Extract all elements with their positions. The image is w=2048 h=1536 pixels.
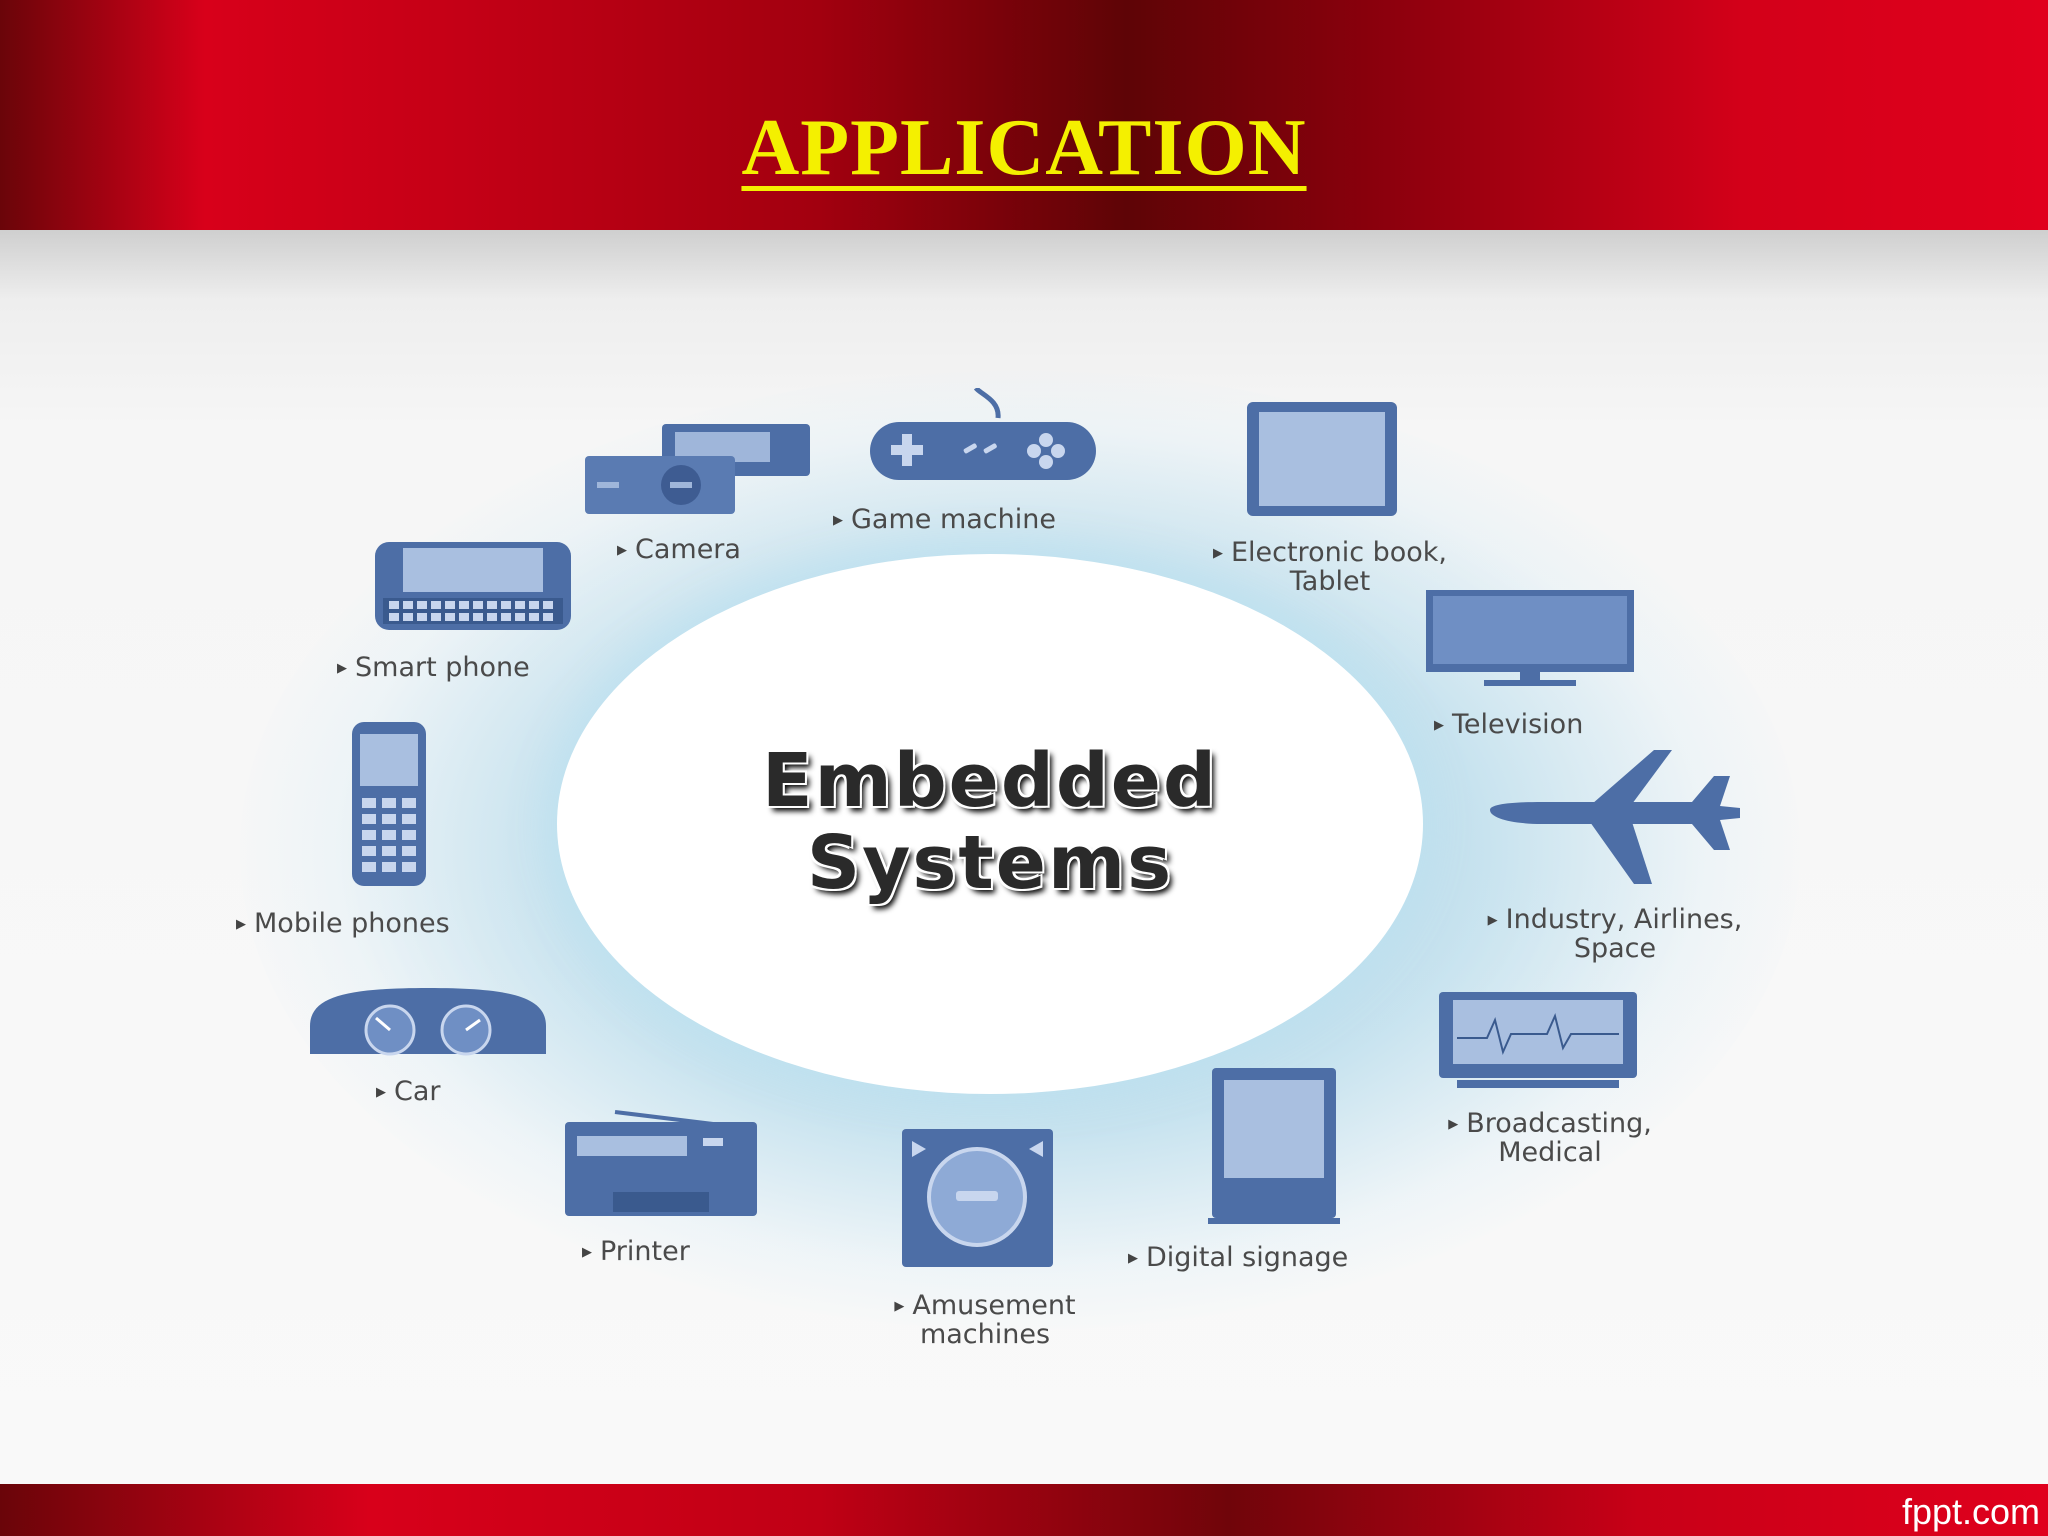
footer-bar	[0, 1484, 2048, 1536]
camera-icon	[585, 424, 810, 514]
printer-label: ▶Printer	[582, 1236, 690, 1267]
car-label: ▶Car	[376, 1076, 441, 1107]
industry-label: ▶Industry, Airlines, Space	[1487, 904, 1743, 964]
slide-title: APPLICATION	[741, 104, 1307, 192]
smartphone-icon	[375, 542, 571, 630]
digital-signage-icon	[1208, 1068, 1340, 1224]
printer-icon	[565, 1110, 757, 1216]
center-title: Embedded Systems	[557, 740, 1423, 904]
television-icon	[1426, 590, 1634, 686]
mobile-phones-label: ▶Mobile phones	[236, 908, 450, 939]
television-label: ▶Television	[1434, 709, 1584, 740]
broadcasting-label: ▶Broadcasting, Medical	[1448, 1108, 1652, 1168]
ebook-label: ▶Electronic book, Tablet	[1212, 537, 1448, 597]
amusement-label: ▶Amusement machines	[894, 1290, 1076, 1350]
center-title-line1: Embedded	[762, 738, 1218, 824]
center-circle	[557, 554, 1423, 1094]
amusement-machine-icon	[902, 1129, 1053, 1267]
smart-phone-label: ▶Smart phone	[337, 652, 530, 683]
digital-signage-label: ▶Digital signage	[1128, 1242, 1349, 1273]
medical-monitor-icon	[1439, 992, 1637, 1088]
header-bar	[0, 0, 2048, 230]
gamepad-icon	[870, 388, 1096, 480]
tablet-icon	[1247, 402, 1397, 516]
airplane-icon	[1490, 750, 1740, 884]
mobile-phone-icon	[352, 722, 426, 886]
car-dashboard-icon	[310, 988, 546, 1056]
center-title-line2: Systems	[806, 820, 1174, 906]
brand-watermark: fppt.com	[1901, 1491, 2040, 1532]
camera-label: ▶Camera	[617, 534, 741, 565]
game-machine-label: ▶Game machine	[833, 504, 1056, 535]
